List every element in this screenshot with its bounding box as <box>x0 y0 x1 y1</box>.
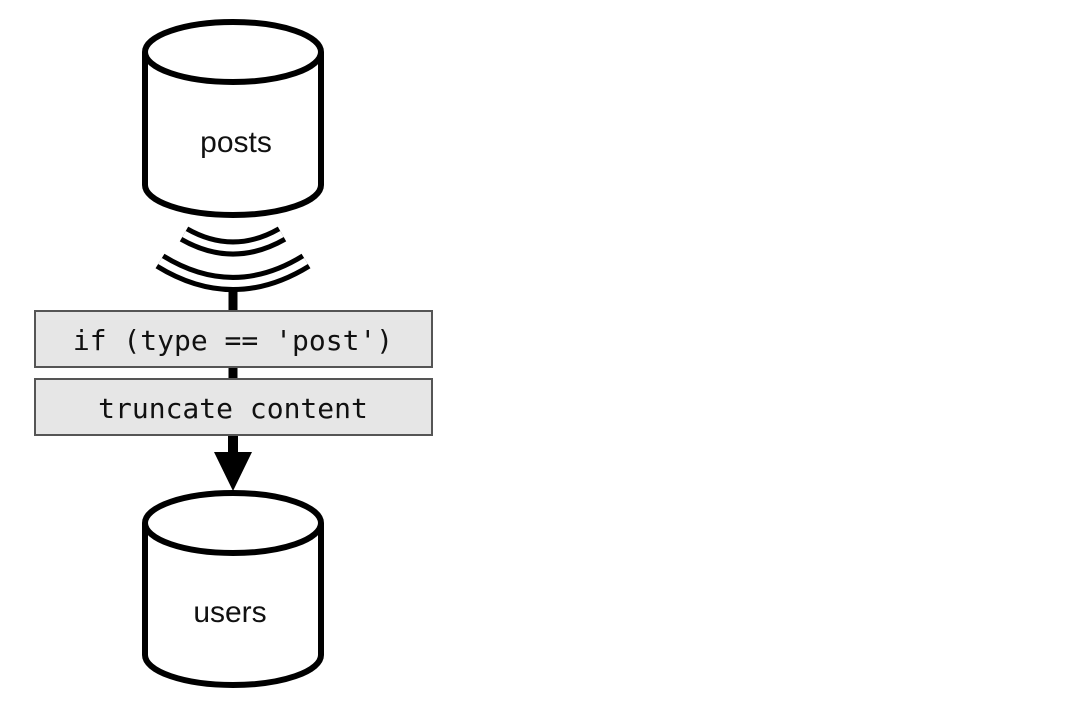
users-label: users <box>193 596 266 629</box>
posts-cylinder-body <box>142 52 324 218</box>
transform-step: truncate content <box>34 378 433 436</box>
filter-step-label: if (type == 'post') <box>73 324 393 357</box>
transform-step-label: truncate content <box>98 392 368 425</box>
transform-step-box <box>34 378 433 436</box>
filter-step: if (type == 'post') <box>34 310 433 368</box>
posts-database: posts <box>142 19 324 218</box>
stream-arc-small-inner <box>182 230 284 252</box>
users-database: users <box>142 490 324 688</box>
posts-cylinder-top <box>142 19 324 85</box>
stream-signal-icon <box>155 226 311 292</box>
users-cylinder-top <box>142 490 324 556</box>
arrow-down-icon <box>214 452 252 491</box>
stream-arc-large-inner <box>158 258 308 287</box>
users-cylinder-body <box>142 523 324 688</box>
posts-label: posts <box>200 126 272 159</box>
filter-step-box <box>34 310 433 368</box>
